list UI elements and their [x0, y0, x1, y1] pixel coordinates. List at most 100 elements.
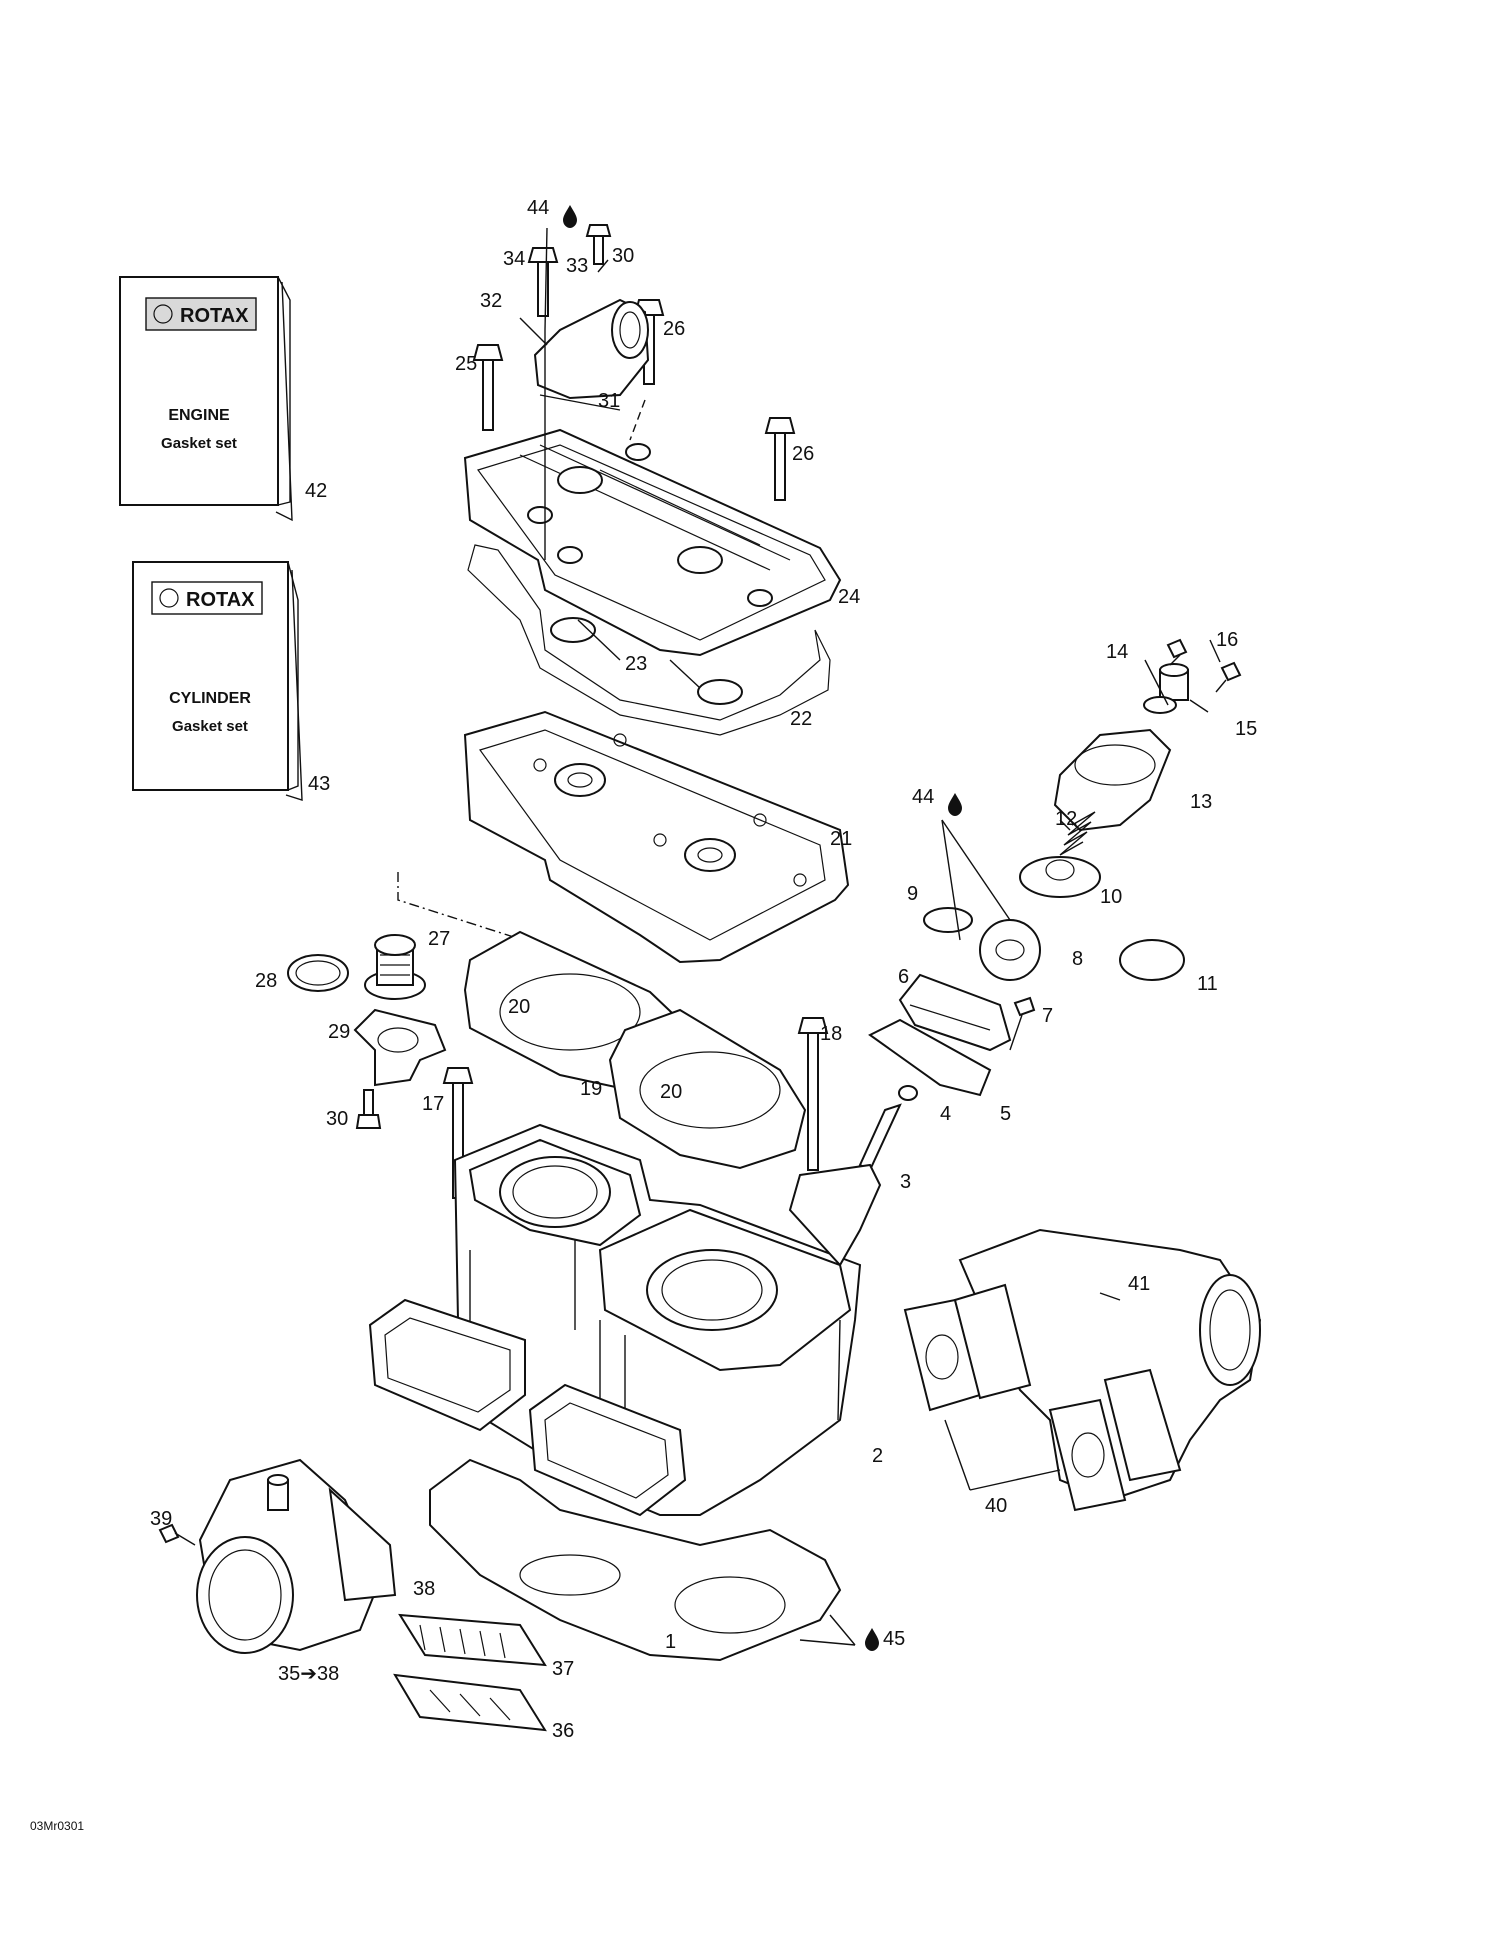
valve-cover	[1053, 728, 1172, 832]
bolt	[472, 344, 504, 431]
callout-37: 37	[552, 1658, 574, 1680]
o-ring	[697, 679, 743, 705]
callout-44: 44	[527, 197, 549, 219]
thermostat-housing	[353, 1008, 447, 1087]
seal-plug	[1159, 663, 1189, 701]
spring	[1059, 811, 1096, 856]
callout-12: 12	[1055, 808, 1077, 830]
thermostat	[364, 934, 426, 1000]
callout-14: 14	[1106, 641, 1128, 663]
callout-7: 7	[1042, 1005, 1053, 1027]
valve-gasket	[868, 1018, 992, 1097]
callout-43: 43	[308, 773, 330, 795]
diagram-code: 03Mr0301	[30, 1819, 84, 1833]
callout-18: 18	[820, 1023, 842, 1045]
cylinder-head	[463, 710, 850, 964]
callout-21: 21	[830, 828, 852, 850]
callout-29: 29	[328, 1021, 350, 1043]
reed-valve	[328, 1487, 397, 1602]
bolt	[1009, 996, 1036, 1051]
booklet-brand: ROTAX	[180, 305, 249, 327]
callout-30: 30	[612, 245, 634, 267]
bolt	[158, 1523, 196, 1546]
stud	[797, 1017, 829, 1171]
callout-34: 34	[503, 248, 525, 270]
intake-port-frame	[368, 1298, 687, 1517]
diaphragm	[1019, 856, 1101, 898]
callout-38: 38	[413, 1578, 435, 1600]
booklet-title: ENGINE	[168, 407, 230, 424]
valve-body	[979, 919, 1041, 981]
callout-33: 33	[566, 255, 588, 277]
callout-4: 4	[940, 1103, 951, 1125]
callout-17: 17	[422, 1093, 444, 1115]
callout-16: 16	[1216, 629, 1238, 651]
callout-11: 11	[1197, 973, 1218, 995]
exhaust-flange	[953, 1283, 1182, 1482]
callout-35-38: 35➔38	[278, 1663, 339, 1685]
callout-15: 15	[1235, 718, 1257, 740]
drop-icon	[948, 793, 962, 816]
callout-36: 36	[552, 1720, 574, 1742]
callout-28: 28	[255, 970, 277, 992]
callout-26: 26	[663, 318, 685, 340]
callout-10: 10	[1100, 886, 1122, 908]
callout-39: 39	[150, 1508, 172, 1530]
callout-labels: 1 2 3 4 5 6 7 8 9 10 11 12 13 14 15 16 1…	[150, 197, 1257, 1742]
callout-6: 6	[898, 966, 909, 988]
base-gasket	[429, 1458, 842, 1662]
callout-3: 3	[900, 1171, 911, 1193]
head-gasket	[608, 1008, 807, 1170]
callout-19: 19	[580, 1078, 602, 1100]
callout-5: 5	[1000, 1103, 1011, 1125]
o-ring	[898, 1085, 918, 1101]
callout-25: 25	[455, 353, 477, 375]
booklet-engine-gasket-set: ROTAX ENGINE Gasket set	[119, 276, 293, 522]
callout-20: 20	[508, 996, 530, 1018]
callout-13: 13	[1190, 791, 1212, 813]
booklet-cylinder-gasket-set: ROTAX CYLINDER Gasket set	[132, 561, 303, 801]
callout-2: 2	[872, 1445, 883, 1467]
callout-20: 20	[660, 1081, 682, 1103]
bolt	[527, 247, 559, 317]
cylinder-head-cover	[463, 428, 842, 657]
booklet-subtitle: Gasket set	[161, 435, 237, 452]
callout-26: 26	[792, 443, 814, 465]
exhaust-valve	[788, 1103, 902, 1267]
exhaust-manifold	[958, 1228, 1262, 1502]
bolt	[355, 1089, 382, 1129]
drop-icon	[865, 1628, 879, 1651]
water-outlet	[533, 298, 650, 411]
callout-9: 9	[907, 883, 918, 905]
bolt	[585, 224, 612, 265]
booklet-title: CYLINDER	[169, 690, 251, 707]
callout-40: 40	[985, 1495, 1007, 1517]
leader-lines	[519, 227, 1221, 1646]
o-ring	[923, 907, 973, 933]
callout-22: 22	[790, 708, 812, 730]
callout-27: 27	[428, 928, 450, 950]
drop-icon	[563, 205, 577, 228]
callout-42: 42	[305, 480, 327, 502]
callout-8: 8	[1072, 948, 1083, 970]
cover-gasket	[467, 544, 831, 736]
callout-32: 32	[480, 290, 502, 312]
bolt	[764, 417, 796, 501]
reed-stopper	[393, 1673, 547, 1732]
callout-45: 45	[883, 1628, 905, 1650]
callout-31: 31	[598, 390, 620, 412]
callout-23: 23	[625, 653, 647, 675]
reed-petal	[398, 1613, 547, 1667]
callout-1: 1	[665, 1631, 676, 1653]
booklet-subtitle: Gasket set	[172, 718, 248, 735]
bolt	[1166, 638, 1242, 693]
callout-41: 41	[1128, 1273, 1150, 1295]
callout-24: 24	[838, 586, 860, 608]
callout-44: 44	[912, 786, 934, 808]
o-ring	[550, 617, 596, 643]
o-ring	[1143, 696, 1177, 714]
callout-30: 30	[326, 1108, 348, 1130]
booklet-brand: ROTAX	[186, 589, 255, 611]
valve-support	[898, 973, 1012, 1052]
